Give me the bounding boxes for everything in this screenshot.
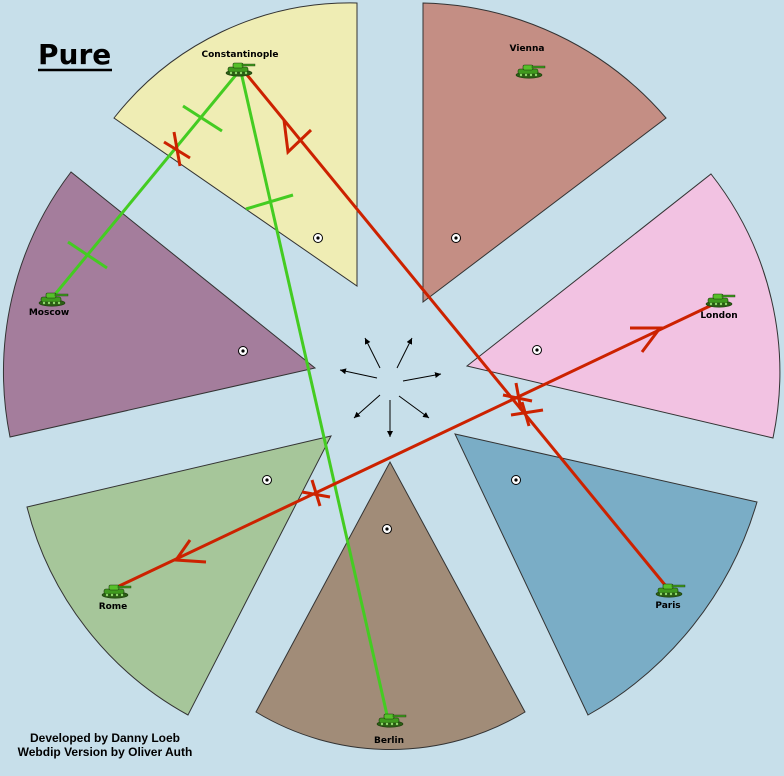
province-moscow[interactable] [3, 171, 317, 438]
province-london[interactable] [465, 173, 781, 439]
province-rome[interactable] [26, 435, 332, 716]
supply-center-icon [262, 475, 272, 485]
province-vienna[interactable] [422, 2, 667, 304]
province-berlin[interactable] [255, 460, 526, 750]
province-constantinople[interactable] [113, 2, 358, 287]
supply-center-icon [238, 346, 248, 356]
supply-center-icon [313, 233, 323, 243]
supply-center-icon [532, 345, 542, 355]
map-title: Pure [38, 38, 111, 71]
supply-center-icon [382, 524, 392, 534]
credit-developer: Developed by Danny Loeb [30, 731, 180, 745]
compass-arrows-icon [339, 337, 442, 437]
orders-layer [50, 69, 713, 716]
supply-center-icon [451, 233, 461, 243]
order-move-rome-london[interactable] [114, 303, 713, 590]
label-london: London [700, 311, 737, 321]
label-rome: Rome [99, 602, 128, 612]
order-support-constantinople-moscow[interactable] [50, 69, 242, 299]
supply-center-icon [511, 475, 521, 485]
label-moscow: Moscow [29, 308, 69, 318]
order-support-berlin-constantinople[interactable] [239, 71, 389, 716]
label-vienna: Vienna [510, 44, 545, 54]
order-move-london-rome[interactable] [173, 479, 331, 564]
province-paris[interactable] [454, 433, 758, 716]
credit-webdip: Webdip Version by Oliver Auth [18, 745, 193, 759]
label-constantinople: Constantinople [202, 50, 279, 60]
label-berlin: Berlin [374, 736, 404, 746]
label-paris: Paris [655, 601, 680, 611]
